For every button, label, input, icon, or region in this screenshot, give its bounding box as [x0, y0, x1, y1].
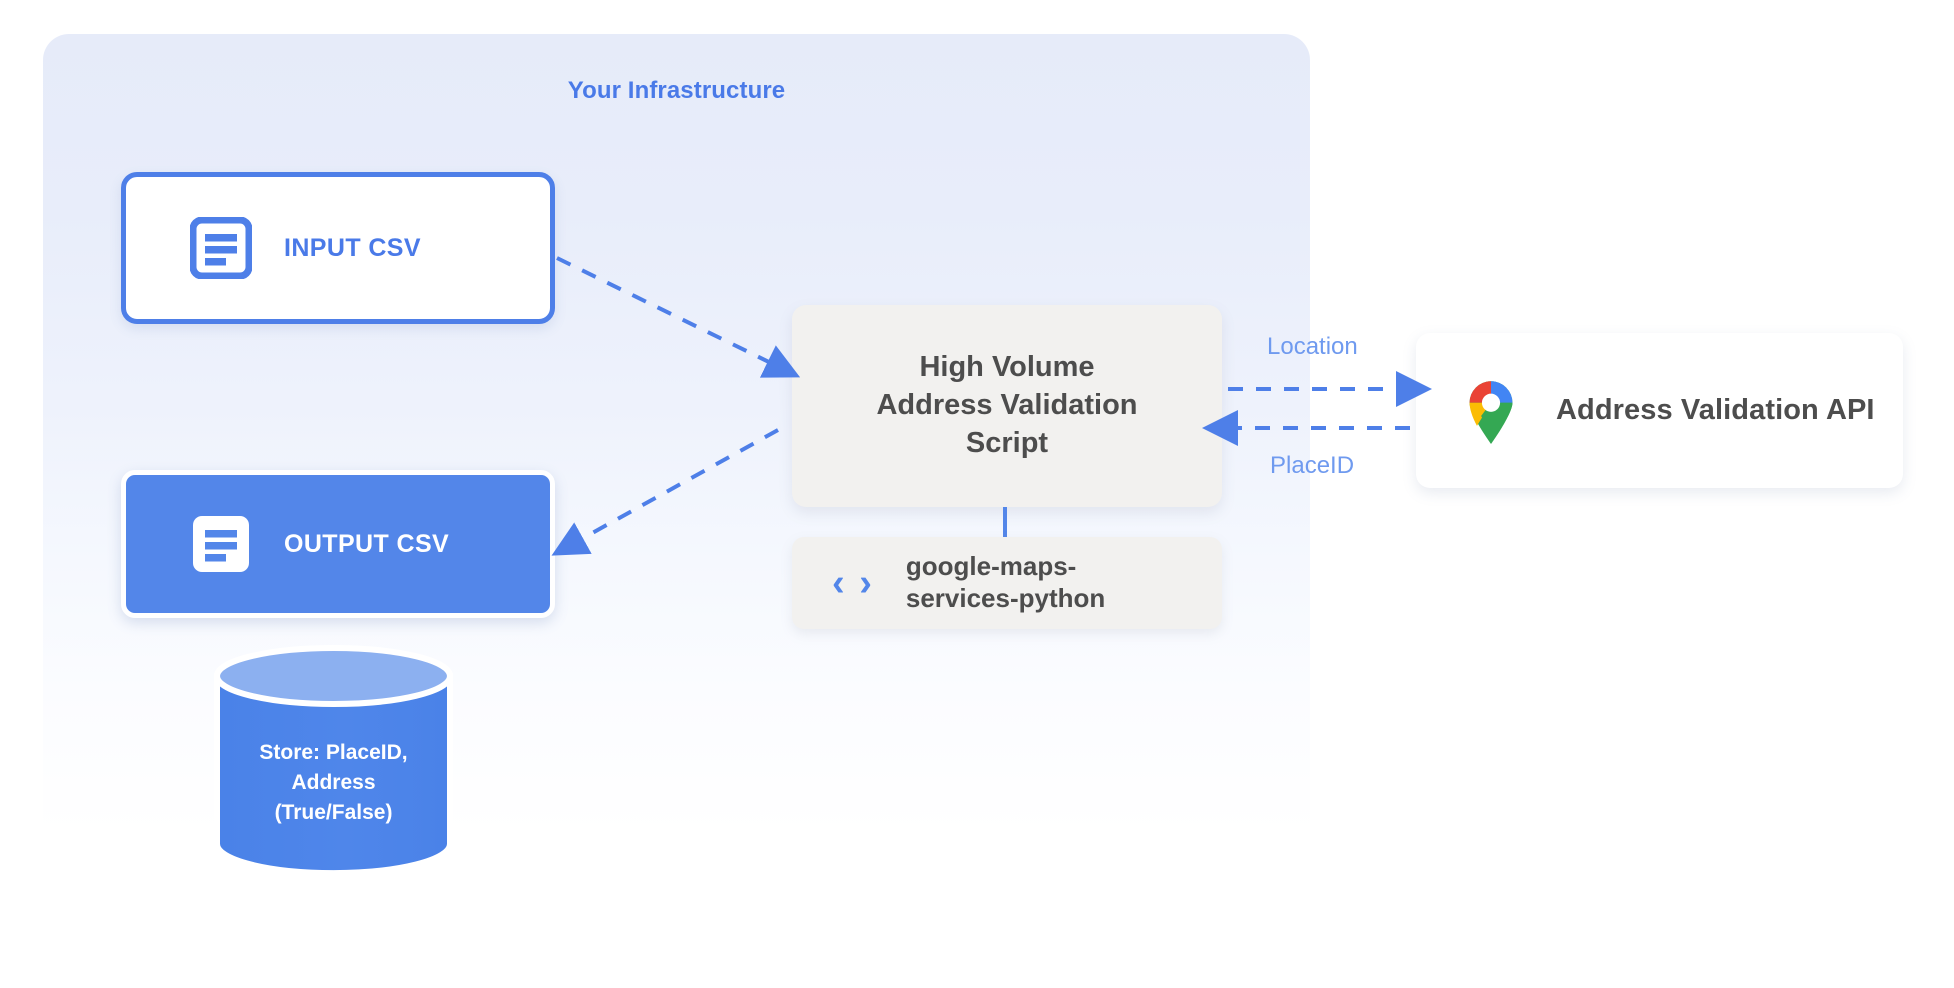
node-validation-script-label: High Volume Address Validation Script [876, 351, 1138, 459]
node-output-csv[interactable]: OUTPUT CSV [121, 470, 555, 618]
node-output-csv-label: OUTPUT CSV [284, 529, 450, 558]
node-api-label: Address Validation API [1556, 394, 1875, 426]
node-google-maps-services-python[interactable]: ‹ › google-maps- services-python [792, 537, 1222, 629]
node-validation-script[interactable]: High Volume Address Validation Script [792, 305, 1222, 507]
node-database[interactable] [211, 645, 456, 875]
node-input-csv-label: INPUT CSV [284, 233, 421, 262]
node-library-label: google-maps- services-python [905, 551, 1106, 613]
document-icon [190, 217, 252, 279]
node-input-csv[interactable]: INPUT CSV [121, 172, 555, 324]
node-address-validation-api[interactable]: Address Validation API [1416, 333, 1903, 488]
panel-title: Your Infrastructure [567, 77, 786, 104]
edge-label-placeid: PlaceID [1270, 452, 1355, 479]
google-maps-pin-icon [1469, 380, 1513, 444]
code-icon: ‹ › [832, 562, 874, 604]
connector-script-to-library [1003, 507, 1007, 538]
edge-label-location: Location [1267, 333, 1358, 360]
document-icon [193, 516, 249, 572]
